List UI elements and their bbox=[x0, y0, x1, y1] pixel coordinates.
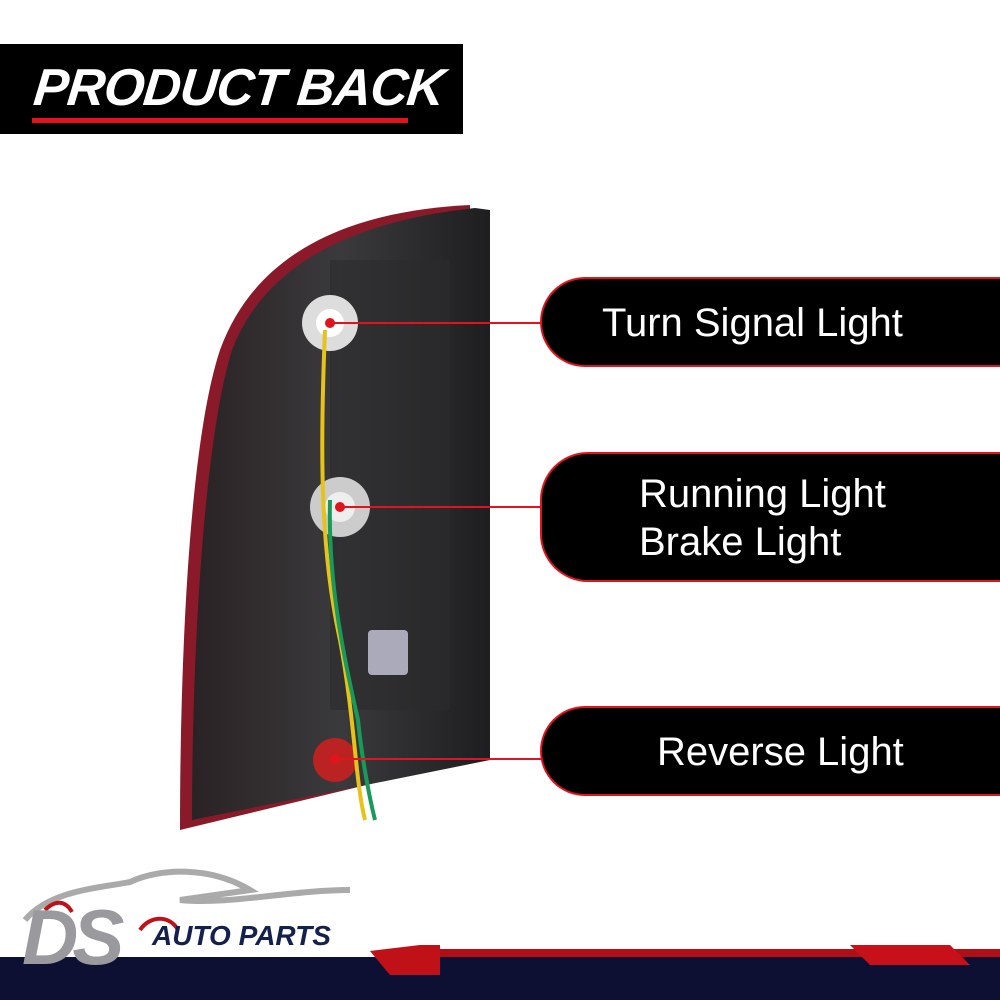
title-banner: PRODUCT BACK bbox=[0, 44, 463, 134]
callout-running-brake: Running Light Brake Light bbox=[540, 452, 1000, 582]
callout-turn-signal: Turn Signal Light bbox=[540, 277, 1000, 367]
running-brake-marker bbox=[335, 502, 345, 512]
tail-light-image bbox=[180, 205, 490, 830]
car-silhouette-icon bbox=[22, 868, 350, 932]
callout-reverse: Reverse Light bbox=[540, 706, 1000, 796]
footer-bar bbox=[0, 957, 1000, 1000]
logo-mark: DS bbox=[22, 893, 124, 981]
brand-logo: DS AUTO PARTS bbox=[10, 860, 350, 980]
turn-signal-marker bbox=[325, 318, 335, 328]
callout-label: Turn Signal Light bbox=[602, 301, 903, 345]
logo-text: AUTO PARTS bbox=[152, 920, 331, 951]
running-brake-leader bbox=[340, 506, 542, 508]
callout-label-line1: Running Light bbox=[639, 472, 886, 516]
title-underline bbox=[32, 118, 408, 123]
reverse-marker bbox=[330, 754, 340, 764]
reverse-leader bbox=[335, 758, 542, 760]
callout-label: Reverse Light bbox=[657, 730, 904, 774]
footer-stripes bbox=[370, 945, 1000, 975]
page-title: PRODUCT BACK bbox=[30, 59, 447, 117]
turn-signal-leader bbox=[330, 322, 542, 324]
callout-label-line2: Brake Light bbox=[639, 520, 842, 564]
